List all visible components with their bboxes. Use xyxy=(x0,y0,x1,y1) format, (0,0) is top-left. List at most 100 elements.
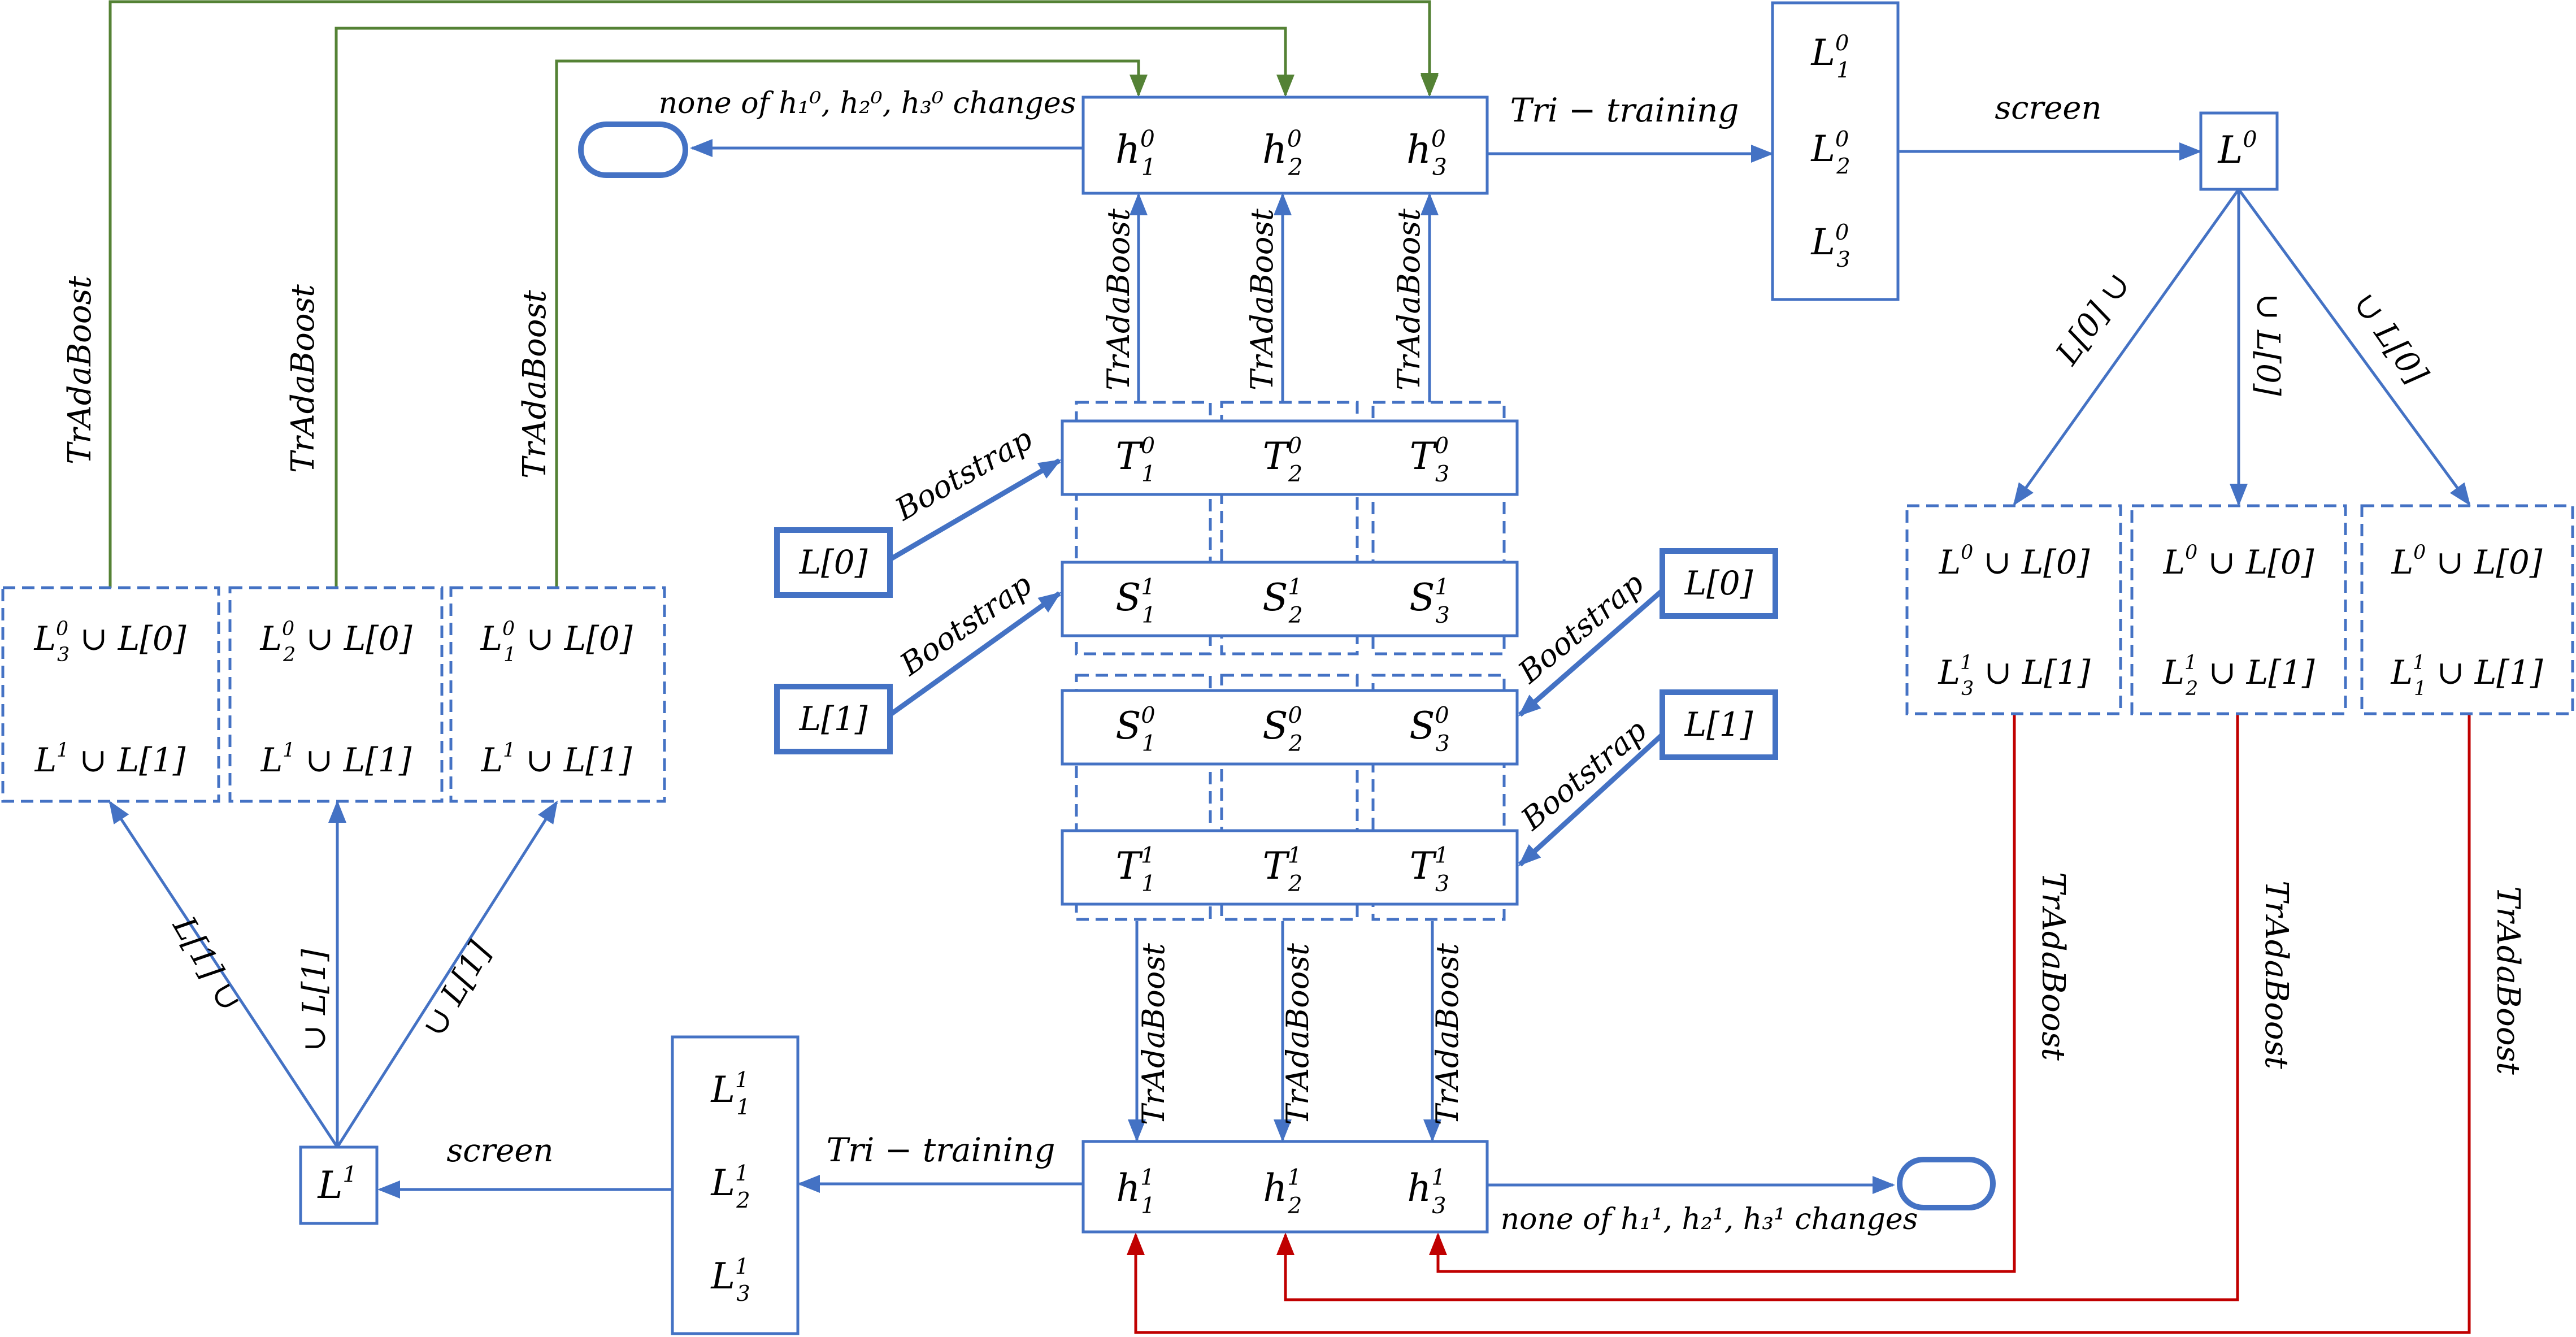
tri-training-top-label: Tri − training xyxy=(1510,91,1739,129)
svg-text:T03: T03 xyxy=(1410,433,1449,487)
svg-text:L1 ∪ L[1]: L1 ∪ L[1] xyxy=(260,739,412,779)
svg-text:T01: T01 xyxy=(1116,433,1155,487)
svg-text:h12: h12 xyxy=(1263,1165,1302,1219)
L0-label: L0 xyxy=(2217,127,2257,172)
edge-l0-left: L[0] ∪ xyxy=(2049,267,2138,372)
input-L0-left-label: L[0] xyxy=(799,543,868,581)
svg-text:L13 ∪ L[1]: L13 ∪ L[1] xyxy=(1938,652,2091,700)
svg-text:L03: L03 xyxy=(1810,220,1850,272)
arrow-L0-to-right-box-3 xyxy=(2237,188,2471,506)
svg-text:S13: S13 xyxy=(1409,574,1450,628)
bootstrap-label-4: Bootstrap xyxy=(1514,712,1653,837)
input-L1-right xyxy=(1660,689,1778,760)
bootstrap-label-3: Bootstrap xyxy=(1511,565,1650,690)
red-tradaboost-2: TrAdaBoost xyxy=(2258,880,2295,1069)
svg-text:L03 ∪ L[0]: L03 ∪ L[0] xyxy=(34,618,186,666)
svg-text:TrAdaBoost: TrAdaBoost xyxy=(1136,943,1171,1125)
bootstrap-arrow-3 xyxy=(1518,588,1664,717)
input-L0-right-label: L[0] xyxy=(1684,564,1753,602)
bootstrap-arrow-1 xyxy=(888,458,1062,562)
terminator-bottom xyxy=(1897,1157,1996,1210)
svg-text:TrAdaBoost: TrAdaBoost xyxy=(1430,943,1465,1125)
center-up-arrows: TrAdaBoost TrAdaBoost TrAdaBoost xyxy=(1101,193,1439,402)
svg-text:L0 ∪ L[0]: L0 ∪ L[0] xyxy=(2391,541,2543,581)
svg-text:S12: S12 xyxy=(1262,574,1303,628)
svg-text:T02: T02 xyxy=(1263,433,1302,487)
svg-text:L0 ∪ L[0]: L0 ∪ L[0] xyxy=(1939,541,2090,581)
svg-text:S02: S02 xyxy=(1262,702,1303,757)
center-down-arrows: TrAdaBoost TrAdaBoost TrAdaBoost xyxy=(1128,921,1465,1142)
green-tradaboost-2: TrAdaBoost xyxy=(285,284,322,473)
svg-text:L02: L02 xyxy=(1810,127,1850,179)
svg-text:L01 ∪ L[0]: L01 ∪ L[0] xyxy=(480,618,633,666)
sample-rows xyxy=(1061,419,1519,906)
svg-text:L0 ∪ L[0]: L0 ∪ L[0] xyxy=(2163,541,2314,581)
input-L1-right-label: L[1] xyxy=(1684,705,1753,744)
left-box-2 xyxy=(228,586,444,803)
none-changes-1-label: none of h₁¹, h₂¹, h₃¹ changes xyxy=(1501,1203,1918,1236)
L1-label: L1 xyxy=(317,1162,357,1207)
input-L1-left xyxy=(774,684,893,754)
svg-text:TrAdaBoost: TrAdaBoost xyxy=(1280,943,1315,1125)
tri-training-bottom-label: Tri − training xyxy=(827,1131,1055,1169)
svg-text:L12: L12 xyxy=(710,1161,750,1213)
edge-l1-right: ∪ L[1] xyxy=(416,936,499,1043)
L1-box xyxy=(299,1145,379,1225)
edge-l0-mid: ∪ L[0] xyxy=(2249,293,2286,396)
green-tradaboost-1: TrAdaBoost xyxy=(62,276,98,465)
L0-box xyxy=(2199,111,2279,191)
T0-row xyxy=(1061,419,1519,496)
input-L1-left-label: L[1] xyxy=(799,700,868,738)
edge-l1-left: L[1] ∪ xyxy=(165,910,248,1017)
green-arrowheads xyxy=(1130,68,1439,97)
screen-bottom-label: screen xyxy=(446,1132,553,1169)
bootstrap-arrow-2 xyxy=(888,591,1062,717)
svg-text:TrAdaBoost: TrAdaBoost xyxy=(1244,209,1280,390)
svg-text:L01: L01 xyxy=(1810,31,1850,83)
red-feedback-lines xyxy=(1127,713,2471,1334)
svg-text:h11: h11 xyxy=(1117,1165,1155,1219)
svg-text:S11: S11 xyxy=(1115,574,1156,628)
left-box-3 xyxy=(449,586,666,803)
edge-l1-mid: ∪ L[1] xyxy=(296,949,333,1051)
terminator-top xyxy=(578,121,688,178)
svg-text:L1 ∪ L[1]: L1 ∪ L[1] xyxy=(481,739,632,779)
arrow-L1-to-left-box-3 xyxy=(336,800,558,1148)
right-box-3 xyxy=(2360,504,2574,715)
svg-text:L11 ∪ L[1]: L11 ∪ L[1] xyxy=(2391,652,2543,700)
input-L0-left xyxy=(774,527,893,598)
L0-candidate-set-box xyxy=(1771,1,1900,301)
svg-text:h13: h13 xyxy=(1408,1165,1446,1219)
svg-text:L1 ∪ L[1]: L1 ∪ L[1] xyxy=(34,739,186,779)
edge-l0-right: ∪ L[0] xyxy=(2346,286,2435,392)
S1-row xyxy=(1061,561,1519,637)
dashed-columns xyxy=(1075,401,1506,921)
svg-text:L02 ∪ L[0]: L02 ∪ L[0] xyxy=(260,618,412,666)
green-tradaboost-3: TrAdaBoost xyxy=(516,290,553,479)
svg-text:L11: L11 xyxy=(710,1067,750,1120)
none-changes-0-label: none of h₁⁰, h₂⁰, h₃⁰ changes xyxy=(659,86,1076,120)
input-L0-right xyxy=(1660,548,1778,619)
right-box-1 xyxy=(1905,504,2122,715)
red-tradaboost-1: TrAdaBoost xyxy=(2035,872,2071,1061)
red-tradaboost-3: TrAdaBoost xyxy=(2490,886,2526,1075)
S0-row xyxy=(1061,689,1519,766)
svg-text:L13: L13 xyxy=(710,1254,750,1306)
svg-text:S01: S01 xyxy=(1115,702,1156,757)
svg-text:S03: S03 xyxy=(1409,702,1450,757)
T1-row xyxy=(1061,829,1519,906)
arrow-L0-to-right-box-1 xyxy=(2013,188,2240,506)
svg-text:TrAdaBoost: TrAdaBoost xyxy=(1391,209,1427,390)
left-box-1 xyxy=(1,586,220,803)
right-box-2 xyxy=(2130,504,2347,715)
h1-classifiers-box xyxy=(1081,1140,1489,1234)
